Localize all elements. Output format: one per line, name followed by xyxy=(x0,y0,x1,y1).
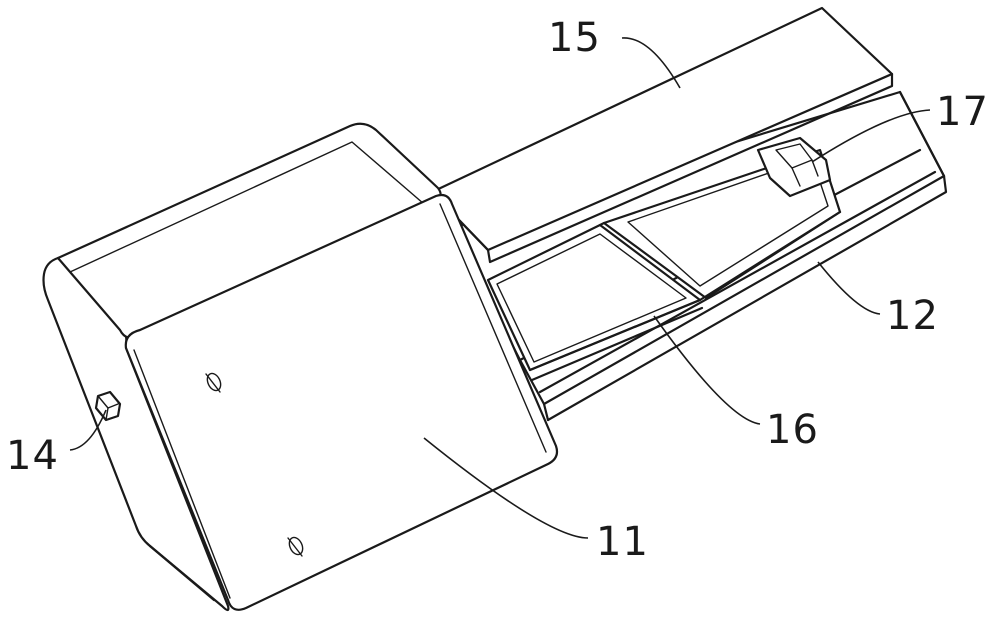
leader-lines xyxy=(69,37,931,539)
lid-plate-15 xyxy=(430,6,894,264)
screw-lower xyxy=(287,536,304,557)
label-15: 15 xyxy=(548,15,601,61)
clip-17 xyxy=(756,136,832,198)
leader-15 xyxy=(621,37,681,89)
housing-11 xyxy=(42,122,559,612)
leader-14 xyxy=(69,409,107,451)
label-12: 12 xyxy=(886,293,939,339)
leader-16 xyxy=(653,315,761,425)
knob-14 xyxy=(94,390,122,422)
label-16: 16 xyxy=(766,407,819,453)
leader-11 xyxy=(423,437,589,539)
label-17: 17 xyxy=(936,89,989,135)
label-11: 11 xyxy=(596,519,649,565)
label-14: 14 xyxy=(6,433,59,479)
screw-upper xyxy=(205,372,222,393)
leader-17 xyxy=(811,109,931,163)
leader-12 xyxy=(817,261,881,315)
